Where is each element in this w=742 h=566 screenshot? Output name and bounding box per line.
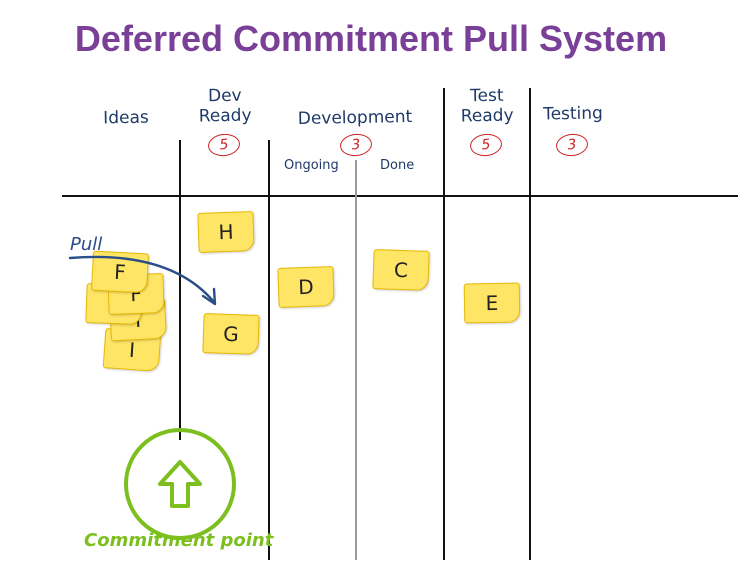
sticky-note-dev-ready[interactable]: G (202, 313, 260, 355)
column-divider-ongoing-done (355, 160, 357, 560)
wip-limit-testing: 3 (554, 132, 590, 158)
column-header-test-ready-line1: Test (469, 85, 504, 107)
column-divider-development-testready (443, 88, 445, 560)
sub-column-ongoing: Ongoing (284, 158, 339, 173)
column-header-dev-ready-line1: Dev (207, 85, 242, 107)
wip-limit-dev-ready: 5 (206, 132, 242, 158)
sub-column-done: Done (380, 158, 415, 173)
column-header-ideas: Ideas (103, 107, 149, 129)
commitment-point-label: Commitment point (84, 530, 274, 551)
column-divider-testready-testing (529, 88, 531, 560)
column-header-development: Development (297, 107, 413, 129)
sticky-note-dev-ready[interactable]: H (197, 211, 255, 253)
sticky-note-idea[interactable]: F (90, 250, 150, 294)
column-header-test-ready: Test Ready (452, 85, 523, 127)
sticky-note-test-ready[interactable]: E (463, 282, 521, 324)
column-header-test-ready-line2: Ready (460, 105, 514, 127)
header-divider-line (62, 195, 738, 197)
sticky-note-dev-ongoing[interactable]: D (277, 266, 335, 308)
column-header-testing: Testing (542, 103, 604, 125)
sticky-note-dev-done[interactable]: C (372, 249, 430, 291)
diagram-title: Deferred Commitment Pull System (74, 18, 668, 59)
wip-limit-development: 3 (338, 132, 374, 158)
column-divider-devready-development (268, 140, 270, 560)
column-header-dev-ready-line2: Ready (198, 105, 252, 127)
column-header-dev-ready: Dev Ready (190, 85, 261, 127)
column-divider-ideas-devready (179, 140, 181, 440)
wip-limit-test-ready: 5 (468, 132, 504, 158)
pull-label: Pull (70, 234, 103, 255)
